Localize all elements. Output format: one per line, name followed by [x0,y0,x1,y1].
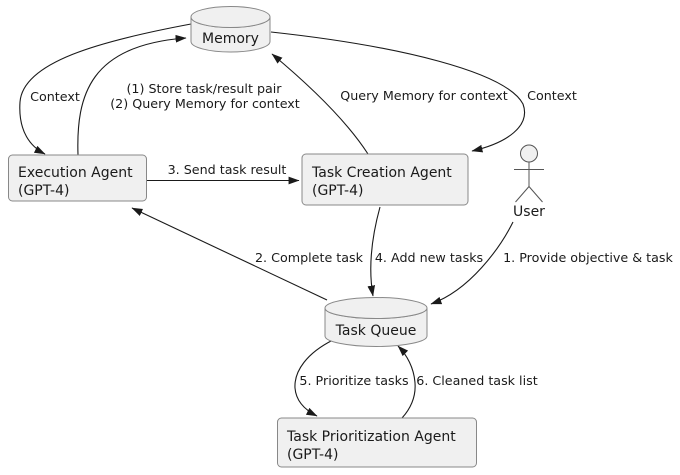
memory-node: Memory [190,6,271,53]
edge-provide-objective-and-task [430,221,514,305]
edge-query-memory-for-context [271,53,369,155]
task-prioritization-agent-box [277,417,477,468]
edge-add-new-tasks [367,206,381,297]
user-body-icon [514,162,544,203]
execution-agent-node: Execution Agent (GPT-4) [8,154,147,202]
task-prioritization-agent-node: Task Prioritization Agent (GPT-4) [277,417,477,468]
user-label: User [513,204,545,220]
user-actor-node: User [513,144,545,220]
edge-prioritize-tasks [294,339,334,417]
task-creation-agent-sublabel: (GPT-4) [312,183,363,199]
memory-label: Memory [202,31,259,47]
edge-label-store-task-result-pair: (1) Store task/result pair [126,81,282,96]
edge-label-context-left: Context [30,89,80,104]
edge-label-context-right: Context [527,88,577,103]
edge-label-provide-objective-and-task: 1. Provide objective & task [503,250,673,265]
edge-cleaned-task-list [397,345,416,419]
edge-context-to-task-creation-agent [270,31,526,153]
memory-cylinder-top [190,6,271,28]
edge-label-query-memory-for-context: Query Memory for context [340,88,508,103]
task-creation-agent-box [301,153,469,206]
edge-label-cleaned-task-list: 6. Cleaned task list [416,373,537,388]
edge-label-query-memory-for-context-2: (2) Query Memory for context [110,96,300,111]
edge-label-send-task-result: 3. Send task result [168,162,287,177]
task-queue-node: Task Queue [324,297,428,347]
task-creation-agent-label: Task Creation Agent [311,165,452,181]
edge-context-to-execution-agent [19,23,192,155]
execution-agent-box [8,154,147,202]
task-queue-label: Task Queue [335,323,417,339]
edge-complete-task [131,207,328,301]
task-queue-cylinder-top [324,297,428,319]
edge-label-complete-task: 2. Complete task [255,250,364,265]
edge-store-and-query-memory [77,34,187,156]
execution-agent-sublabel: (GPT-4) [18,183,69,199]
user-head-icon [520,144,538,163]
task-creation-agent-node: Task Creation Agent (GPT-4) [301,153,469,206]
task-prioritization-agent-label: Task Prioritization Agent [286,429,456,445]
execution-agent-label: Execution Agent [18,165,133,181]
task-prioritization-agent-sublabel: (GPT-4) [287,447,338,463]
edge-label-add-new-tasks: 4. Add new tasks [375,250,483,265]
edge-label-prioritize-tasks: 5. Prioritize tasks [299,373,408,388]
